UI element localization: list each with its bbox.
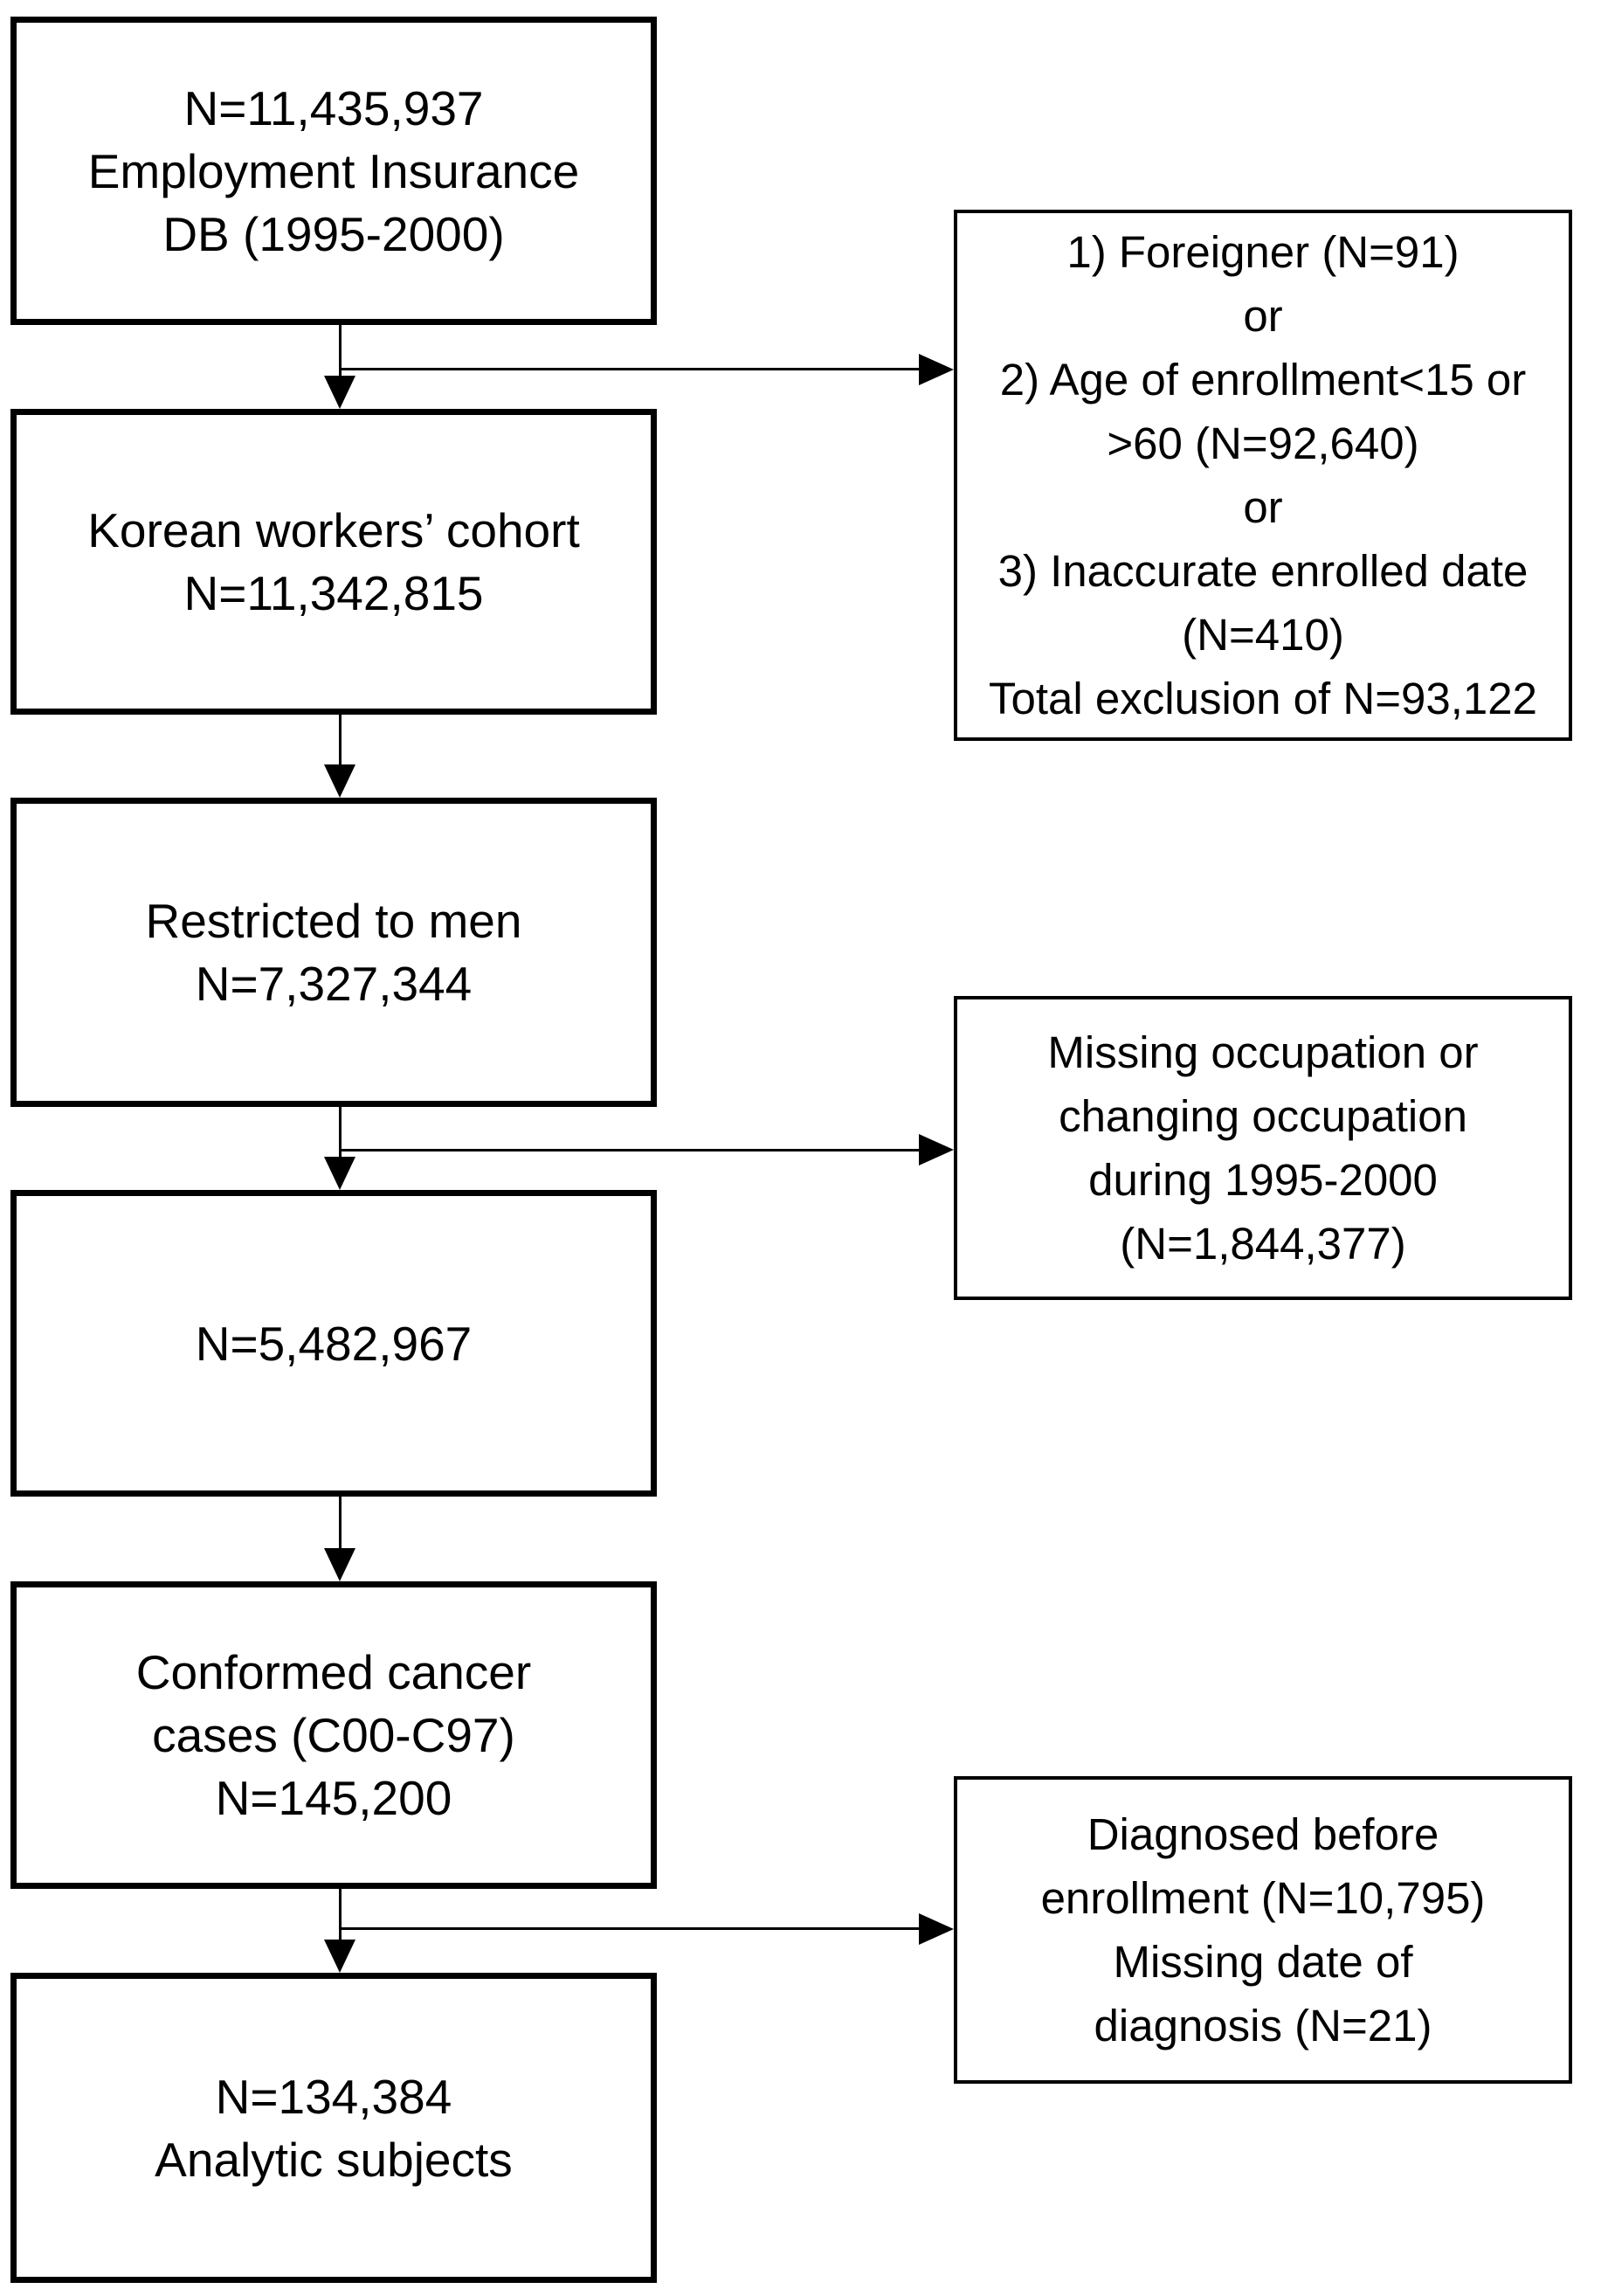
text-line: N=145,200 (215, 1771, 452, 1825)
text-line: cases (C00-C97) (152, 1708, 515, 1762)
connector-line-box3-box4 (339, 1107, 342, 1159)
text-line: Restricted to men (145, 894, 522, 948)
flow-box-analytic-subjects: N=134,384 Analytic subjects (10, 1973, 657, 2283)
text-line: Conformed cancer (135, 1645, 532, 1699)
text-line: 2) Age of enrollment<15 or (999, 355, 1527, 405)
connector-line-box2-box3 (339, 715, 342, 767)
flow-box-korean-workers-cohort: Korean workers’ cohort N=11,342,815 (10, 409, 657, 715)
text-line: Missing occupation or (1047, 1027, 1479, 1077)
text-line: N=5,482,967 (195, 1316, 473, 1371)
connector-line-box5-box6 (339, 1889, 342, 1941)
connector-line-box1-box2 (339, 325, 342, 377)
exclusion-box-occupation: Missing occupation or changing occupatio… (954, 996, 1572, 1300)
text-line: Total exclusion of N=93,122 (989, 674, 1537, 723)
text-line: during 1995-2000 (1088, 1155, 1438, 1205)
arrowhead-down-icon (324, 1157, 355, 1190)
arrowhead-down-icon (324, 764, 355, 798)
text-line: Analytic subjects (155, 2132, 513, 2187)
text-line: 1) Foreigner (N=91) (1066, 227, 1460, 277)
flow-box-restricted-to-men: Restricted to men N=7,327,344 (10, 798, 657, 1107)
text-line: Employment Insurance (87, 143, 580, 198)
flow-box-employment-insurance-db: N=11,435,937 Employment Insurance DB (19… (10, 17, 657, 325)
text-line: (N=410) (1182, 610, 1344, 660)
text-line: N=7,327,344 (195, 957, 473, 1011)
arrowhead-down-icon (324, 1548, 355, 1581)
branch-line-to-enrollment-exclusions (340, 368, 919, 370)
text-line: N=11,435,937 (183, 80, 484, 135)
text-line: Missing date of (1113, 1937, 1413, 1987)
arrowhead-right-icon (919, 354, 954, 385)
text-line: diagnosis (N=21) (1094, 2001, 1432, 2050)
text-line: changing occupation (1059, 1091, 1467, 1141)
text-line: enrollment (N=10,795) (1040, 1873, 1486, 1923)
text-line: N=134,384 (215, 2069, 452, 2124)
arrowhead-right-icon (919, 1913, 954, 1945)
text-line: (N=1,844,377) (1120, 1219, 1406, 1269)
text-line: Korean workers’ cohort (87, 503, 580, 557)
arrowhead-right-icon (919, 1134, 954, 1165)
arrowhead-down-icon (324, 1940, 355, 1973)
arrowhead-down-icon (324, 376, 355, 409)
flow-box-after-occupation-exclusion: N=5,482,967 (10, 1190, 657, 1497)
text-line: DB (1995-2000) (162, 206, 505, 261)
text-line: or (1243, 291, 1283, 341)
text-line: N=11,342,815 (183, 566, 484, 620)
exclusion-box-diagnosis: Diagnosed before enrollment (N=10,795) M… (954, 1776, 1572, 2084)
flow-box-conformed-cancer-cases: Conformed cancer cases (C00-C97) N=145,2… (10, 1581, 657, 1889)
branch-line-to-occupation-exclusions (340, 1149, 919, 1151)
text-line: or (1243, 482, 1283, 532)
connector-line-box4-box5 (339, 1497, 342, 1549)
branch-line-to-diagnosis-exclusions (340, 1927, 919, 1930)
text-line: >60 (N=92,640) (1107, 418, 1419, 468)
text-line: Diagnosed before (1087, 1809, 1439, 1859)
text-line: 3) Inaccurate enrolled date (997, 546, 1529, 596)
exclusion-box-enrollment: 1) Foreigner (N=91) or 2) Age of enrollm… (954, 210, 1572, 741)
